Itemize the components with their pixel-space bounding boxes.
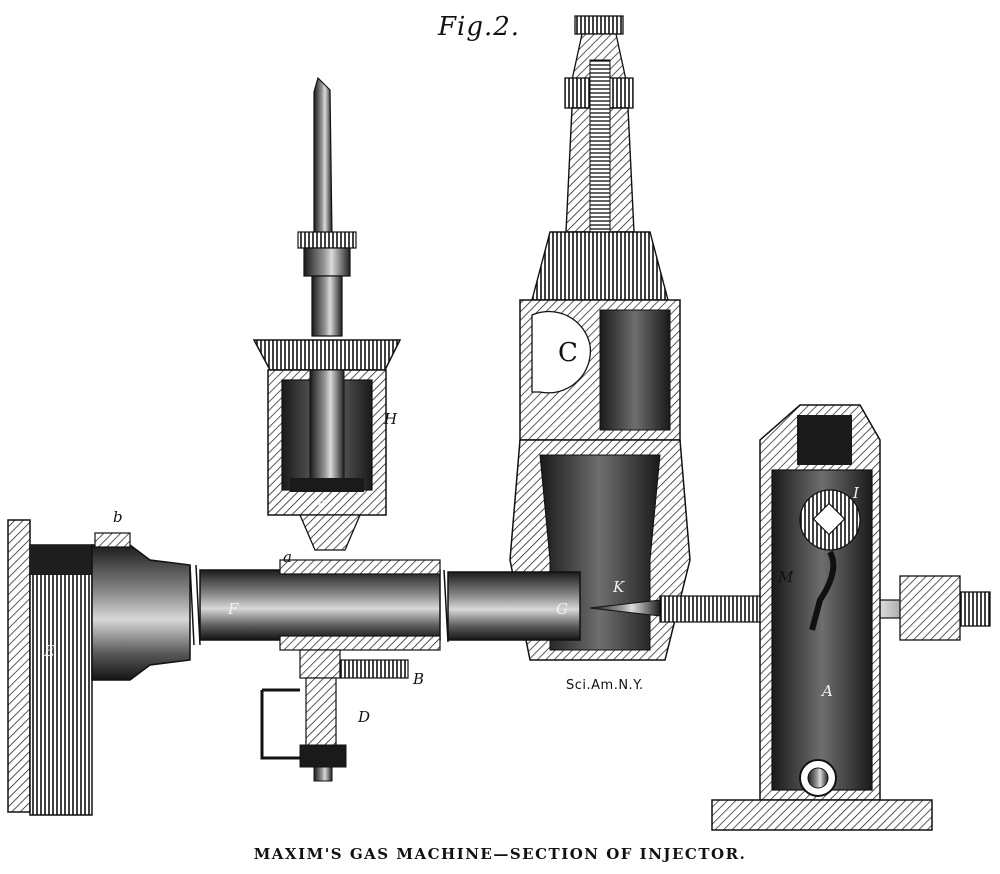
label-g: G	[556, 600, 568, 618]
label-i: I	[853, 484, 859, 502]
label-b: b	[113, 508, 123, 526]
pipe-f	[91, 532, 441, 681]
chamber-a	[711, 404, 933, 831]
engraver-mark: Sci.Am.N.Y.	[566, 678, 644, 693]
label-c-small: c	[318, 494, 327, 512]
figure-title: Fig.2.	[438, 12, 521, 42]
label-m: M	[778, 568, 794, 586]
label-e: E	[44, 642, 55, 660]
flange-e	[7, 519, 93, 816]
label-a: a	[283, 548, 292, 566]
pipe-g	[443, 569, 581, 643]
fitting-b-d	[260, 649, 409, 782]
label-c: C	[558, 338, 578, 368]
label-d: D	[358, 708, 371, 726]
label-a-upper: A	[822, 682, 833, 700]
injector-column-c	[509, 15, 691, 661]
label-h: H	[384, 410, 398, 428]
label-f: F	[228, 600, 239, 618]
valve-h	[252, 76, 402, 551]
figure-caption: MAXIM'S GAS MACHINE—SECTION OF INJECTOR.	[253, 845, 747, 863]
label-b-upper: B	[413, 670, 425, 688]
label-k: K	[613, 578, 625, 596]
